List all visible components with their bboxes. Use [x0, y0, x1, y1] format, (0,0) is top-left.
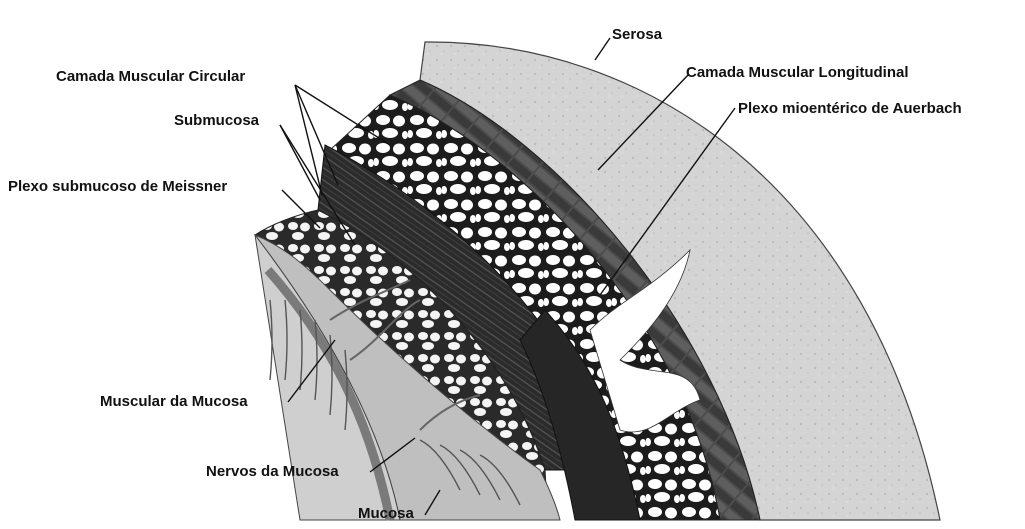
label-mucosal-nerves: Nervos da Mucosa [206, 463, 339, 481]
label-mucosa: Mucosa [358, 505, 414, 523]
label-muscularis-mucosae: Muscular da Mucosa [100, 393, 248, 411]
label-circular-muscle: Camada Muscular Circular [56, 68, 245, 86]
label-longitudinal-muscle: Camada Muscular Longitudinal [686, 64, 909, 82]
label-submucosa: Submucosa [174, 112, 259, 130]
label-serosa: Serosa [612, 26, 662, 44]
label-myenteric-plexus: Plexo mioentérico de Auerbach [738, 100, 962, 118]
label-submucosal-plexus: Plexo submucoso de Meissner [8, 178, 227, 196]
